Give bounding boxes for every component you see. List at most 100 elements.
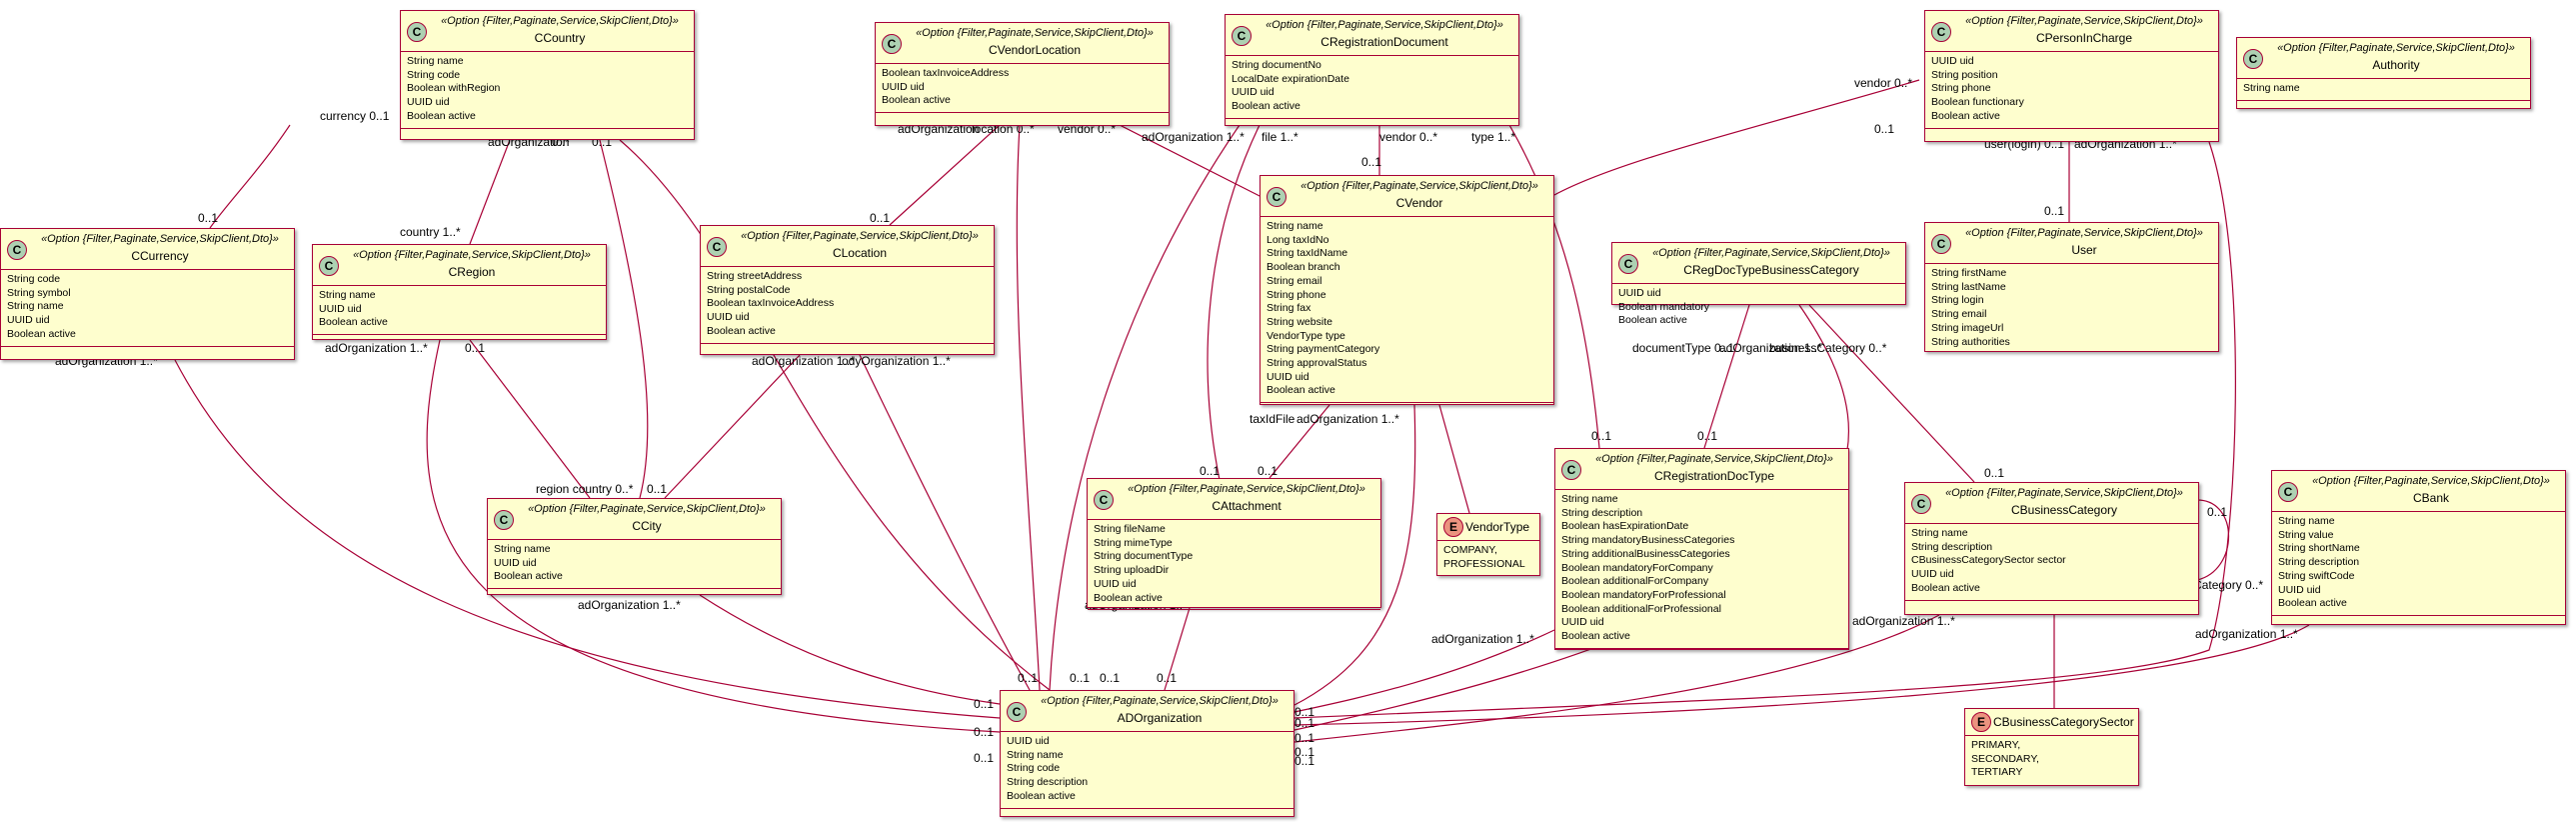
class-cregistrationdoctype[interactable]: C «Option {Filter,Paginate,Service,SkipC… <box>1554 448 1849 650</box>
class-name: CPersonInCharge <box>2035 31 2133 45</box>
field-line: String name <box>1007 748 1064 761</box>
class-stereotype: «Option {Filter,Paginate,Service,SkipCli… <box>41 233 279 245</box>
class-cregion[interactable]: C «Option {Filter,Paginate,Service,SkipC… <box>312 244 607 340</box>
edge-label: adOrganization 1..* <box>1142 130 1245 144</box>
field-line: String firstName <box>1931 267 2007 279</box>
class-stereotype: «Option {Filter,Paginate,Service,SkipCli… <box>1652 247 1890 259</box>
class-cattachment[interactable]: C «Option {Filter,Paginate,Service,SkipC… <box>1087 478 1381 611</box>
field-line: String authorities <box>1931 335 2010 348</box>
field-line: String name <box>319 289 376 301</box>
class-name: CVendorLocation <box>988 43 1082 57</box>
field-line: Boolean active <box>1007 789 1076 802</box>
class-header: C «Option {Filter,Paginate,Service,SkipC… <box>1261 176 1553 217</box>
class-cbank[interactable]: C «Option {Filter,Paginate,Service,SkipC… <box>2271 470 2566 625</box>
class-cpersonincharge[interactable]: C «Option {Filter,Paginate,Service,SkipC… <box>1924 10 2219 142</box>
enum-vendortype[interactable]: E VendorType COMPANY,PROFESSIONAL <box>1436 513 1540 576</box>
field-line: Boolean active <box>1094 591 1163 604</box>
field-line: String website <box>1267 315 1332 328</box>
field-line: Boolean active <box>319 316 388 329</box>
field-line: String lastName <box>1931 280 2006 293</box>
field-line: VendorType type <box>1267 329 1345 342</box>
class-cvendorlocation[interactable]: C «Option {Filter,Paginate,Service,SkipC… <box>875 22 1170 126</box>
class-ccity[interactable]: C «Option {Filter,Paginate,Service,SkipC… <box>487 498 782 595</box>
class-name: CVendor <box>1395 196 1443 210</box>
field-line: Boolean mandatoryForProfessional <box>1561 588 1726 601</box>
class-header: C «Option {Filter,Paginate,Service,SkipC… <box>1001 691 1293 732</box>
field-line: PROFESSIONAL <box>1443 557 1525 570</box>
field-line: String fileName <box>1094 523 1166 535</box>
class-stereotype: «Option {Filter,Paginate,Service,SkipCli… <box>741 230 979 242</box>
field-line: Boolean branch <box>1267 261 1340 274</box>
edge-label: 0..1 <box>465 341 485 355</box>
edge-label: 0..1 <box>974 697 994 711</box>
class-cbusinesscategory[interactable]: C «Option {Filter,Paginate,Service,SkipC… <box>1904 482 2199 615</box>
class-ccurrency[interactable]: C «Option {Filter,Paginate,Service,SkipC… <box>0 228 295 360</box>
field-line: String mimeType <box>1094 536 1173 549</box>
edge-label: vendor 0..* <box>1854 76 1912 90</box>
field-line: CBusinessCategorySector sector <box>1911 554 2066 567</box>
field-line: Boolean mandatory <box>1618 300 1710 313</box>
field-line: Boolean additionalForProfessional <box>1561 602 1721 615</box>
class-badge-icon: C <box>1561 460 1581 480</box>
class-adorganization[interactable]: C «Option {Filter,Paginate,Service,SkipC… <box>1000 690 1294 817</box>
class-badge-icon: C <box>319 256 339 276</box>
enum-cbusinesscategorysector[interactable]: E CBusinessCategorySector PRIMARY,SECOND… <box>1964 708 2139 786</box>
edge-label: 0..1 <box>1294 745 1314 759</box>
field-line: String phone <box>1267 288 1326 301</box>
class-header: C «Option {Filter,Paginate,Service,SkipC… <box>401 11 694 52</box>
class-badge-icon: C <box>1931 22 1951 42</box>
class-header: C «Option {Filter,Paginate,Service,SkipC… <box>701 226 994 267</box>
edge-label: adOrganization 1..* <box>1719 341 1822 355</box>
edge-label: 0..1 <box>1294 754 1314 768</box>
field-line: String code <box>407 68 461 81</box>
field-line: String symbol <box>7 286 71 299</box>
edge-label: adOrganization 1..* <box>325 341 428 355</box>
field-line: UUID uid <box>1911 568 1954 581</box>
field-line: String position <box>1931 68 1998 81</box>
field-line: String name <box>1267 220 1323 232</box>
class-cregdoctypebusinesscategory[interactable]: C «Option {Filter,Paginate,Service,SkipC… <box>1611 242 1906 326</box>
class-stereotype: «Option {Filter,Paginate,Service,SkipCli… <box>1041 695 1279 707</box>
class-badge-icon: C <box>494 510 514 530</box>
class-methods <box>1001 807 1293 817</box>
field-line: String fax <box>1267 302 1311 315</box>
field-line: UUID uid <box>1094 577 1137 590</box>
field-line: TERTIARY <box>1971 766 2023 779</box>
field-line: Boolean active <box>7 327 76 340</box>
class-user[interactable]: C «Option {Filter,Paginate,Service,SkipC… <box>1924 222 2219 352</box>
enum-values: COMPANY,PROFESSIONAL <box>1437 541 1539 575</box>
class-authority[interactable]: C «Option {Filter,Paginate,Service,SkipC… <box>2236 37 2531 109</box>
class-header: C «Option {Filter,Paginate,Service,SkipC… <box>1612 243 1905 284</box>
edge-label: adOrganization 1..* <box>1431 632 1534 646</box>
edge-label: adOrganization 1..* <box>1852 614 1955 628</box>
class-cvendor[interactable]: C «Option {Filter,Paginate,Service,SkipC… <box>1260 175 1554 405</box>
edge-label: vendor 0..* <box>1379 130 1437 144</box>
class-badge-icon: C <box>1267 187 1287 207</box>
field-line: PRIMARY, <box>1971 739 2021 751</box>
class-header: C «Option {Filter,Paginate,Service,SkipC… <box>488 499 781 540</box>
class-clocation[interactable]: C «Option {Filter,Paginate,Service,SkipC… <box>700 225 995 355</box>
field-line: UUID uid <box>2278 583 2321 596</box>
field-line: SECONDARY, <box>1971 752 2039 765</box>
class-badge-icon: C <box>2243 49 2263 69</box>
class-stereotype: «Option {Filter,Paginate,Service,SkipCli… <box>353 249 591 261</box>
field-line: String taxIdName <box>1267 247 1348 260</box>
edge-label: 0..1 <box>1361 155 1381 169</box>
edge-label: 0..1 <box>2044 204 2064 218</box>
class-cregistrationdocument[interactable]: C «Option {Filter,Paginate,Service,SkipC… <box>1225 14 1519 126</box>
field-line: String description <box>1007 776 1089 789</box>
class-methods <box>1088 609 1380 618</box>
field-line: String name <box>2278 515 2335 527</box>
class-ccountry[interactable]: C «Option {Filter,Paginate,Service,SkipC… <box>400 10 695 140</box>
field-line: UUID uid <box>1007 735 1050 747</box>
field-line: COMPANY, <box>1443 544 1497 556</box>
class-methods <box>701 342 994 352</box>
field-line: String swiftCode <box>2278 569 2355 582</box>
edge-label: file 1..* <box>1262 130 1298 144</box>
